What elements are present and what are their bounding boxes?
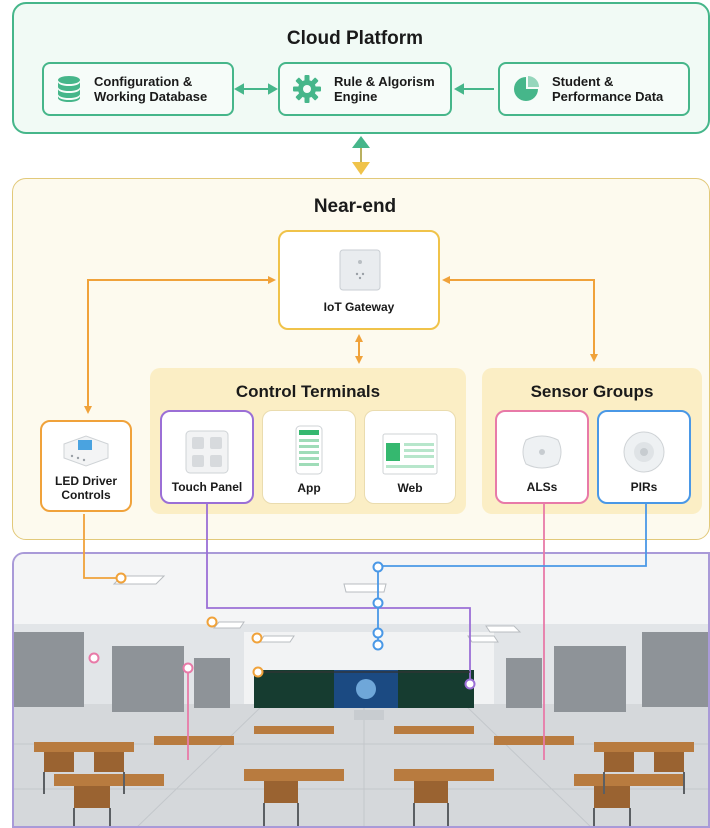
near-end-title: Near-end bbox=[313, 196, 397, 217]
classroom-illustration bbox=[12, 552, 710, 828]
touch-panel-box: Touch Panel bbox=[160, 410, 254, 504]
config-database-label-2: Working Database bbox=[94, 89, 208, 104]
rule-engine-label-1: Rule & Algorism bbox=[334, 74, 435, 89]
rule-engine-label-2: Engine bbox=[334, 89, 378, 104]
cloud-connectors bbox=[233, 83, 494, 175]
als-box: ALSs bbox=[495, 410, 589, 504]
rule-engine-box: Rule & Algorism Engine bbox=[278, 62, 452, 116]
pir-box: PIRs bbox=[597, 410, 691, 504]
web-screen-image bbox=[382, 433, 438, 475]
gear-icon bbox=[292, 74, 322, 104]
led-driver-box: LED Driver Controls bbox=[40, 420, 132, 512]
iot-gateway-label: IoT Gateway bbox=[323, 300, 395, 314]
control-terminals-title: Control Terminals bbox=[235, 382, 381, 401]
pir-label: PIRs bbox=[630, 480, 658, 494]
config-database-label-1: Configuration & bbox=[94, 74, 193, 89]
led-driver-label-2: Controls bbox=[61, 488, 111, 502]
app-label: App bbox=[297, 481, 321, 495]
config-database-box: Configuration & Working Database bbox=[42, 62, 234, 116]
pie-chart-icon bbox=[512, 75, 540, 103]
sensor-groups-title: Sensor Groups bbox=[530, 382, 654, 401]
app-box: App bbox=[262, 410, 356, 504]
gateway-device-image bbox=[336, 248, 384, 292]
touch-panel-image bbox=[185, 430, 229, 474]
cloud-platform-title: Cloud Platform bbox=[286, 28, 424, 49]
web-label: Web bbox=[397, 481, 423, 495]
pir-sensor-image bbox=[622, 430, 666, 474]
iot-gateway-box: IoT Gateway bbox=[278, 230, 440, 330]
student-data-label-1: Student & bbox=[552, 74, 614, 89]
led-driver-image bbox=[60, 432, 112, 468]
touch-panel-label: Touch Panel bbox=[171, 480, 243, 494]
als-sensor-image bbox=[520, 430, 564, 474]
web-box: Web bbox=[364, 410, 456, 504]
student-data-box: Student & Performance Data bbox=[498, 62, 690, 116]
led-driver-label-1: LED Driver bbox=[54, 474, 118, 488]
app-screen-image bbox=[295, 425, 323, 475]
als-label: ALSs bbox=[526, 480, 558, 494]
database-icon bbox=[56, 75, 82, 103]
student-data-label-2: Performance Data bbox=[552, 89, 664, 104]
